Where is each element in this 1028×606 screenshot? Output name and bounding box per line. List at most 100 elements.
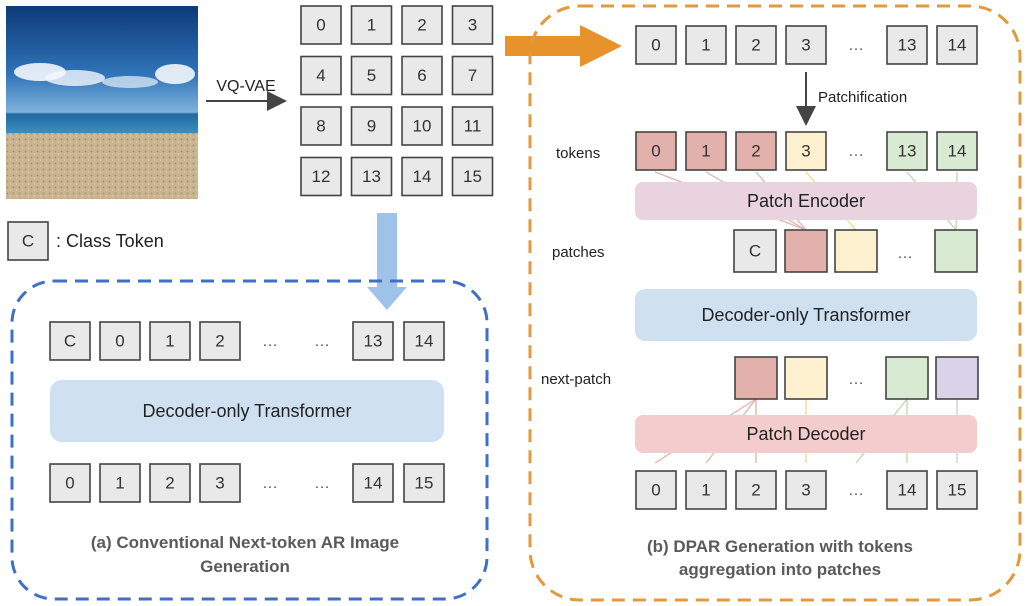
right-patches: C… (733, 229, 978, 273)
conventional-panel (10, 279, 489, 601)
output-token-1: 1 (99, 463, 141, 503)
bottom-token-5: 15 (936, 470, 978, 510)
grid-token-15: 15 (451, 156, 494, 197)
grid-token-3-label: 3 (468, 16, 477, 35)
top-token-1: 1 (685, 25, 727, 65)
grid-token-11-label: 11 (464, 117, 482, 136)
bottom-token-1: 1 (685, 470, 727, 510)
top-ellipsis: … (848, 37, 864, 54)
grid-token-4-label: 4 (316, 66, 325, 85)
grid-token-0-label: 0 (316, 16, 325, 35)
colored-token-2: 2 (735, 131, 777, 171)
next-patch-green (885, 356, 929, 400)
grid-token-2-label: 2 (417, 16, 426, 35)
colored-token-5: 14 (936, 131, 978, 171)
top-token-3-label: 3 (801, 36, 810, 55)
beach-image (6, 6, 198, 199)
output-token-5: 15 (403, 463, 445, 503)
legend-token: C (22, 232, 34, 251)
patch-encoder-label: Patch Encoder (747, 191, 865, 211)
input-ellipsis-2: … (314, 333, 330, 350)
grid-token-6: 6 (401, 55, 443, 96)
row-label-next-patch: next-patch (541, 371, 611, 388)
input-token-4-label: 13 (364, 332, 383, 351)
grid-token-5-label: 5 (367, 66, 376, 85)
grid-token-8: 8 (300, 106, 342, 146)
patch-red (784, 229, 828, 273)
bottom-token-3: 3 (785, 470, 827, 510)
grid-token-15-label: 15 (463, 167, 482, 186)
grid-token-12: 12 (300, 156, 342, 197)
colored-token-0-label: 0 (651, 142, 660, 161)
patch-encoder-bar (635, 182, 977, 220)
output-token-0: 0 (49, 463, 91, 503)
grid-token-2: 2 (401, 5, 443, 45)
patch-decoder-bar (635, 415, 977, 453)
caption-b-line2: aggregation into patches (679, 560, 881, 579)
patch-class-token: C (733, 229, 777, 273)
output-token-2: 2 (149, 463, 191, 503)
blue-down-arrow (367, 213, 407, 310)
colored-token-3: 3 (785, 131, 827, 171)
colored-token-3-label: 3 (801, 142, 810, 161)
output-token-1-label: 1 (115, 474, 124, 493)
next-patch-purple (935, 356, 979, 400)
top-token-4-label: 13 (898, 36, 917, 55)
top-token-5: 14 (936, 25, 978, 65)
grid-token-12-label: 12 (312, 167, 331, 186)
grid-token-0: 0 (300, 5, 342, 45)
input-token-2: 1 (149, 321, 191, 361)
patchification-label: Patchification (818, 89, 907, 106)
grid-token-3: 3 (451, 5, 494, 45)
input-token-0: C (49, 321, 91, 361)
grid-token-1-label: 1 (367, 16, 376, 35)
colored-token-4: 13 (886, 131, 928, 171)
left-transformer-bar (50, 380, 444, 442)
top-token-2-label: 2 (751, 36, 760, 55)
grid-token-7: 7 (451, 55, 494, 96)
caption-b-line1: (b) DPAR Generation with tokens (647, 537, 913, 556)
grid-token-10: 10 (401, 106, 443, 146)
input-token-1-label: 0 (115, 332, 124, 351)
caption-a-line2: Generation (200, 557, 290, 576)
grid-token-9: 9 (350, 106, 393, 146)
next-patch-yellow (784, 356, 828, 400)
output-token-2-label: 2 (165, 474, 174, 493)
input-token-5-label: 14 (415, 332, 434, 351)
grid-token-8-label: 8 (316, 117, 325, 136)
row-label-tokens: tokens (556, 145, 600, 162)
patch-ellipsis: … (897, 245, 913, 262)
bottom-token-5-label: 15 (948, 481, 967, 500)
output-token-5-label: 15 (415, 474, 434, 493)
grid-token-4: 4 (300, 55, 342, 96)
bottom-token-4: 14 (886, 470, 928, 510)
grid-token-11: 11 (451, 106, 494, 146)
grid-token-1: 1 (350, 5, 393, 45)
grid-token-10-label: 10 (413, 117, 432, 136)
colored-token-5-label: 14 (948, 142, 967, 161)
input-token-3: 2 (199, 321, 241, 361)
bottom-token-1-label: 1 (701, 481, 710, 500)
grid-token-9-label: 9 (367, 117, 376, 136)
dpar-panel (528, 4, 1022, 602)
bottom-token-4-label: 14 (898, 481, 917, 500)
grid-token-14-label: 14 (413, 167, 432, 186)
grid-token-6-label: 6 (417, 66, 426, 85)
bottom-token-0: 0 (635, 470, 677, 510)
top-token-1-label: 1 (701, 36, 710, 55)
input-token-5: 14 (403, 321, 445, 361)
patch-decoder-label: Patch Decoder (746, 424, 865, 444)
left-transformer-label: Decoder-only Transformer (142, 401, 351, 421)
colored-ellipsis: … (848, 143, 864, 160)
colored-token-4-label: 13 (898, 142, 917, 161)
legend-label: : Class Token (56, 231, 164, 251)
output-token-3: 3 (199, 463, 241, 503)
top-token-0-label: 0 (651, 36, 660, 55)
class-token-legend: C (7, 221, 49, 261)
patch-yellow (834, 229, 878, 273)
top-token-4: 13 (886, 25, 928, 65)
output-token-0-label: 0 (65, 474, 74, 493)
